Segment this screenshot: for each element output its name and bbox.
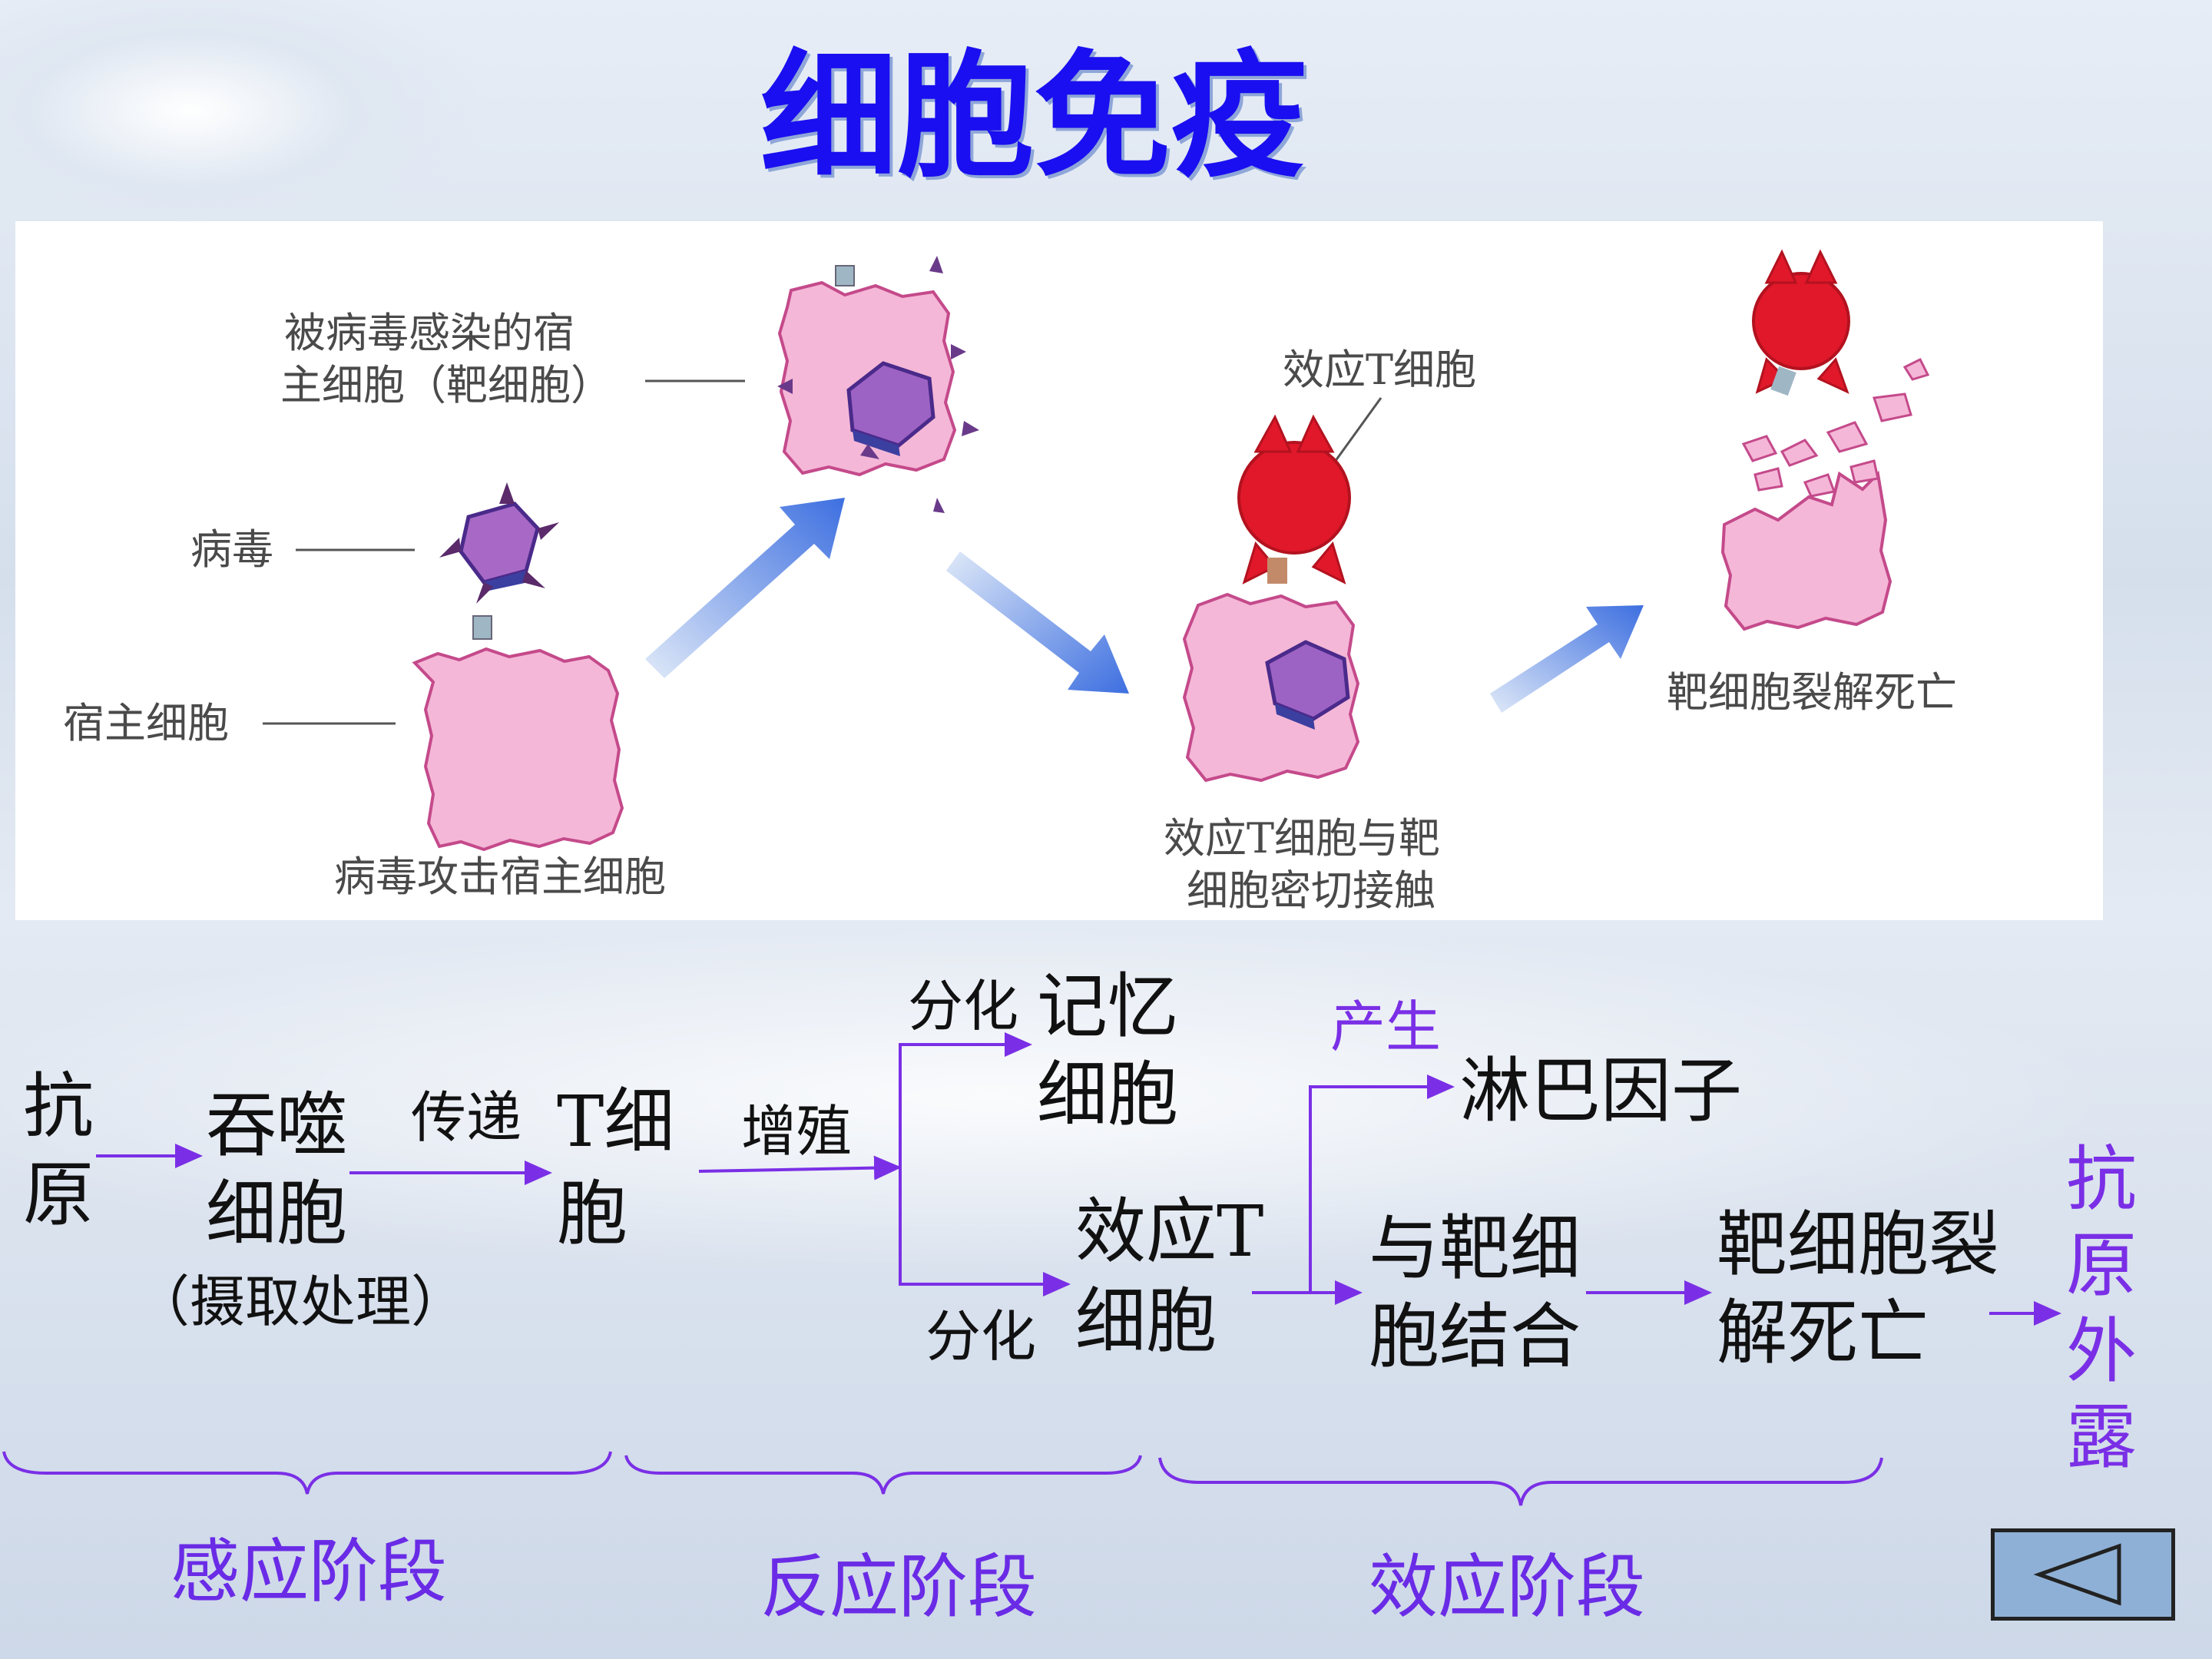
antigen-exposed-2: 原 bbox=[2066, 1223, 2137, 1309]
lysis-line1: 靶细胞裂 bbox=[1717, 1202, 1999, 1288]
phagocyte-line2: 细胞 bbox=[206, 1171, 347, 1257]
arrow-tcell-proliferate bbox=[699, 1167, 899, 1171]
antigen-exposed-4: 露 bbox=[2066, 1395, 2137, 1481]
antigen-line1: 抗 bbox=[23, 1064, 94, 1150]
memory-cell-line1: 记忆 bbox=[1037, 964, 1178, 1050]
brace-induction bbox=[4, 1452, 611, 1494]
lymphokine: 淋巴因子 bbox=[1459, 1048, 1742, 1134]
lysis-line2: 解死亡 bbox=[1717, 1290, 1929, 1376]
antigen-exposed-1: 抗 bbox=[2066, 1137, 2137, 1223]
produce-label: 产生 bbox=[1330, 992, 1441, 1061]
back-triangle-icon bbox=[1995, 1532, 2171, 1617]
antigen-line2: 原 bbox=[23, 1152, 94, 1238]
back-button[interactable] bbox=[1991, 1528, 2175, 1621]
stage-reaction: 反应阶段 bbox=[760, 1545, 1037, 1630]
antigen-exposed-3: 外 bbox=[2066, 1309, 2137, 1395]
differentiate-top-label: 分化 bbox=[908, 972, 1018, 1041]
bind-target-line1: 与靶细 bbox=[1369, 1206, 1581, 1292]
bind-target-line2: 胞结合 bbox=[1369, 1294, 1581, 1380]
effector-t-cell-line1: 效应T bbox=[1075, 1189, 1263, 1275]
effector-t-cell-line2: 细胞 bbox=[1075, 1279, 1217, 1365]
phagocyte-line1: 吞噬 bbox=[206, 1083, 347, 1169]
brace-reaction bbox=[626, 1455, 1141, 1494]
transfer-label: 传递 bbox=[411, 1083, 522, 1152]
phagocyte-note: （摄取处理） bbox=[134, 1267, 466, 1336]
t-cell-line1: T细 bbox=[557, 1079, 674, 1165]
differentiate-bottom-label: 分化 bbox=[926, 1302, 1036, 1371]
proliferate-label: 增殖 bbox=[741, 1097, 852, 1166]
stage-induction: 感应阶段 bbox=[171, 1530, 447, 1614]
arrow-to-effector bbox=[900, 1171, 1068, 1284]
t-cell-line2: 胞 bbox=[557, 1171, 628, 1257]
stage-effect: 效应阶段 bbox=[1369, 1545, 1645, 1630]
arrow-to-memory bbox=[900, 1045, 1029, 1171]
brace-effect bbox=[1160, 1458, 1882, 1505]
memory-cell-line2: 细胞 bbox=[1037, 1052, 1178, 1138]
